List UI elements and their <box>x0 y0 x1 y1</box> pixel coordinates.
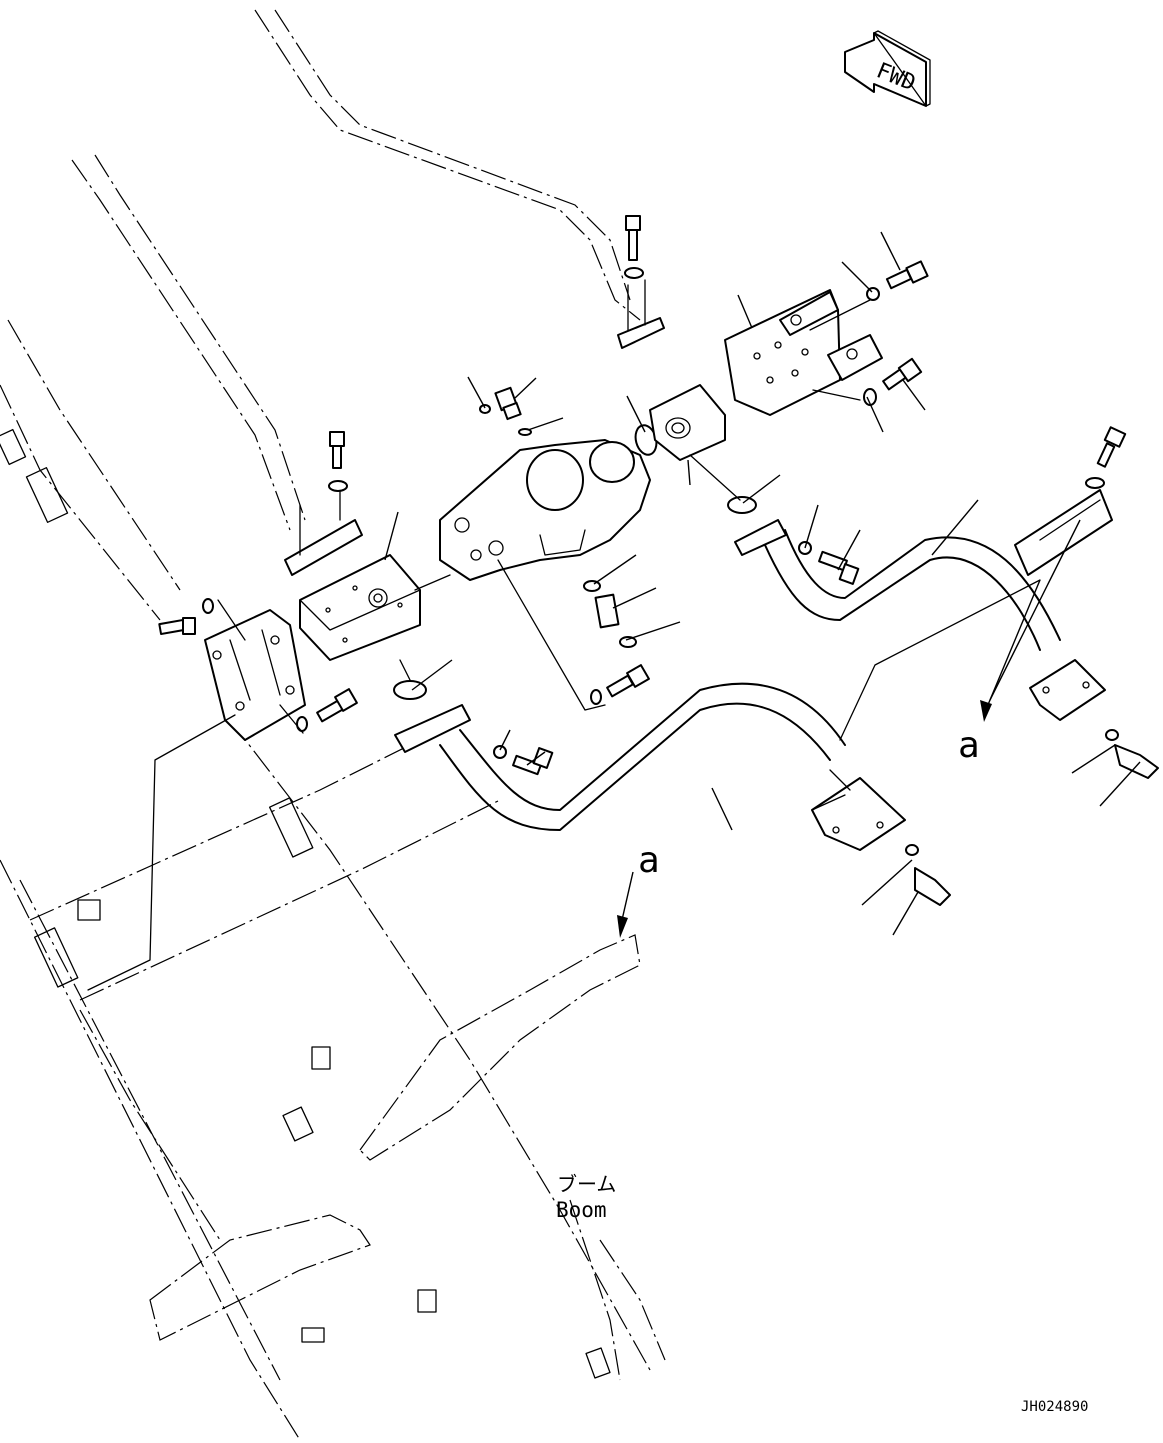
bolt-valve-lower <box>590 664 650 705</box>
pipe-left <box>394 682 906 851</box>
leader-lines <box>384 231 1141 936</box>
boom-label-en: Boom <box>556 1198 607 1222</box>
assembly-axis-lines <box>87 299 1041 991</box>
view-marker-lower: a <box>638 840 660 881</box>
mount-stay-upper <box>617 279 665 349</box>
bolt-upper <box>624 215 644 279</box>
bolt-hose-left <box>493 745 554 776</box>
nipple-fitting <box>583 580 637 648</box>
adapter-block-right <box>649 384 726 461</box>
boom-bracket-details <box>0 428 611 1379</box>
elbow-fitting <box>479 386 532 436</box>
mount-stay-left <box>284 484 363 576</box>
adapter-flange-left <box>204 609 306 741</box>
view-marker-upper: a <box>958 725 980 766</box>
view-a-arrow-upper: a <box>958 519 1081 766</box>
support-bracket <box>724 289 883 416</box>
manifold-block-left <box>299 554 421 661</box>
boom-phantom-outline <box>0 9 666 1441</box>
grease-cap-right <box>1105 729 1159 779</box>
boom-label-jp: ブーム <box>557 1172 616 1196</box>
mount-stay-right <box>1014 489 1113 576</box>
view-a-arrow-lower: a <box>617 840 660 938</box>
bolt-left-flange <box>158 598 214 636</box>
bolt-bracket-top-right <box>866 260 929 301</box>
bolt-bracket-right <box>863 357 923 406</box>
bolt-left-lower <box>296 688 358 732</box>
bolt-right-vertical <box>1085 426 1127 489</box>
drawing-number: JH024890 <box>1021 1399 1088 1415</box>
valve-body <box>439 439 651 581</box>
boom-lower-bracket <box>149 934 641 1341</box>
fwd-arrow-icon: FWD <box>844 30 931 107</box>
grease-cap-left <box>905 844 951 906</box>
bolt-left-vertical <box>328 431 348 492</box>
pipe-right <box>734 519 1106 721</box>
